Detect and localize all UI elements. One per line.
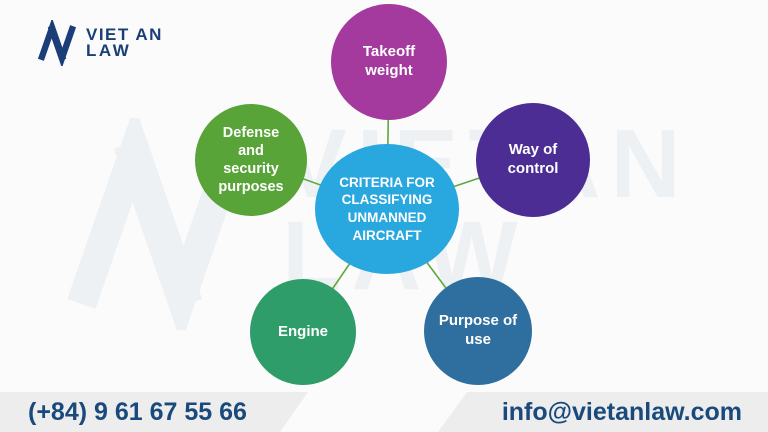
node-label: Takeoff weight [362,43,416,79]
center-node-criteria: CRITERIA FOR CLASSIFYING UNMANNED AIRCRA… [315,144,459,274]
logo-line1: VIET AN [86,25,163,44]
email-address: info@vietanlaw.com [501,397,742,426]
node-takeoff-weight: Takeoff weight [331,4,447,120]
node-label: Purpose of use [438,312,518,348]
vietan-law-logo: VIET AN LAW [36,20,163,66]
node-engine: Engine [250,279,356,385]
logo-line2: LAW [86,41,132,60]
node-label: Defense and security purposes [218,124,284,196]
node-label: Way of control [507,141,559,177]
phone-number: (+84) 9 61 67 55 66 [28,397,247,426]
center-node-label: CRITERIA FOR CLASSIFYING UNMANNED AIRCRA… [339,174,435,243]
node-way-of-control: Way of control [476,103,590,217]
node-purpose-of-use: Purpose of use [424,277,532,385]
vietan-law-monogram-icon [37,20,77,66]
footer-phone-bar: (+84) 9 61 67 55 66 [0,392,308,432]
footer-email-bar: info@vietanlaw.com [438,392,768,432]
node-label: Engine [277,322,328,340]
node-defense-security: Defense and security purposes [195,104,307,216]
